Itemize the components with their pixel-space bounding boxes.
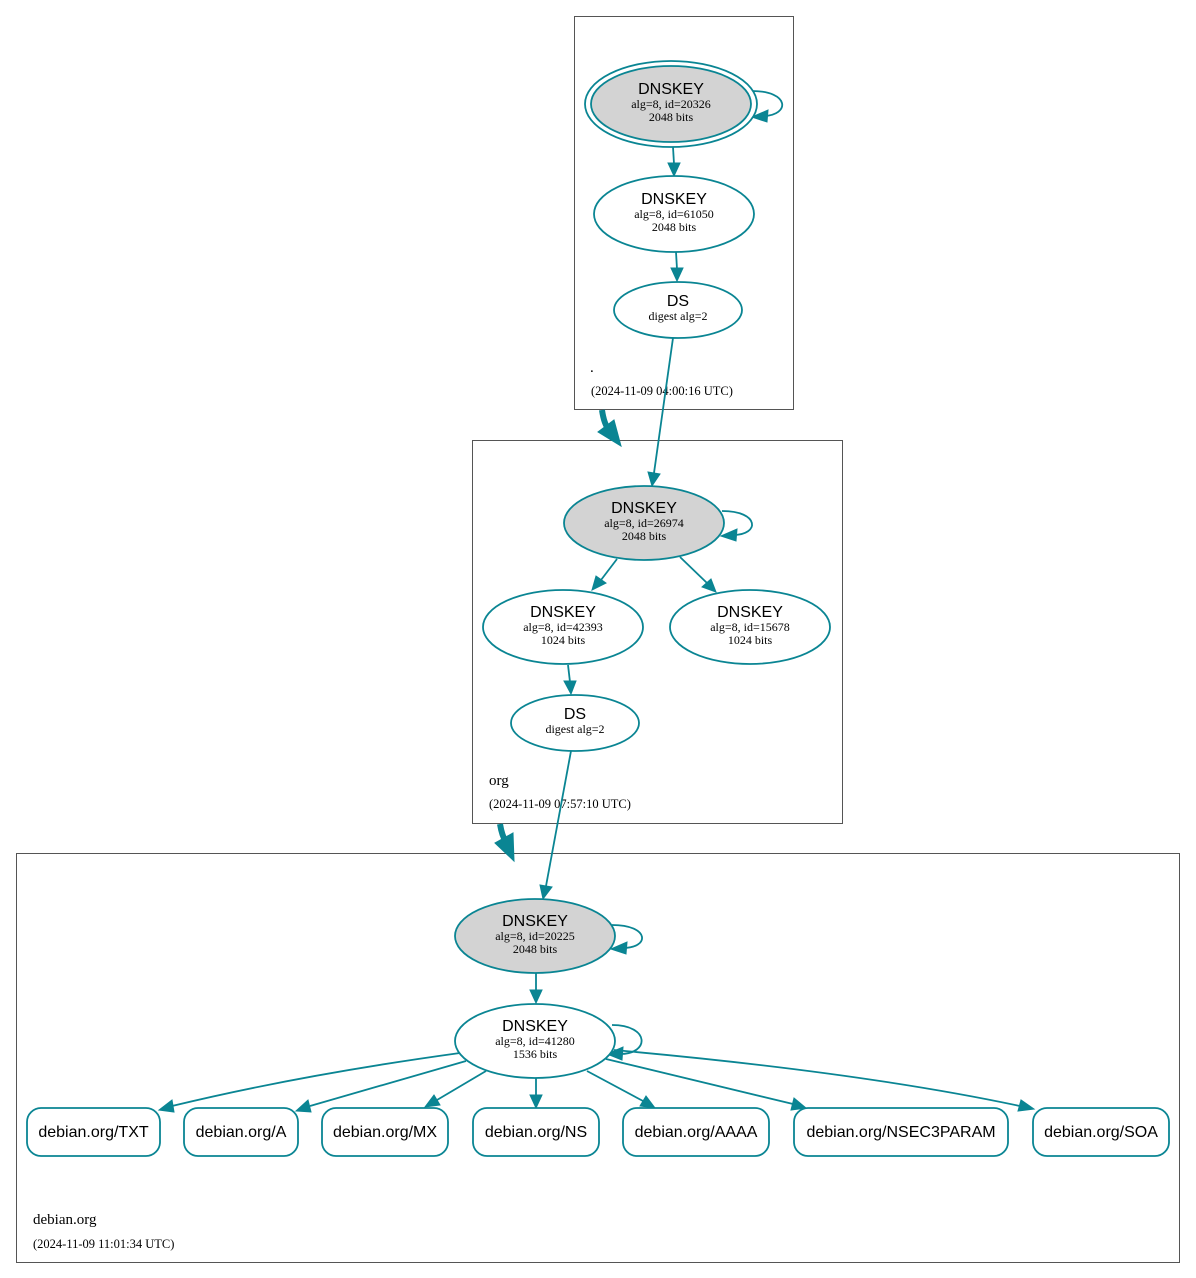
- zone-box-org: [472, 440, 843, 824]
- edge-root-zsk-ds: [670, 251, 684, 283]
- node-org-zsk-15678: DNSKEY alg=8, id=15678 1024 bits: [669, 589, 831, 665]
- node-title: DNSKEY: [502, 1018, 568, 1035]
- node-detail: 1536 bits: [513, 1047, 558, 1061]
- rrset-nsec3param: debian.org/NSEC3PARAM: [793, 1107, 1009, 1157]
- edge-debian-zsk-txt: [157, 1052, 461, 1113]
- edge-debian-zsk-soa: [613, 1049, 1036, 1112]
- node-detail: 1024 bits: [728, 633, 773, 647]
- node-title: DNSKEY: [530, 604, 596, 621]
- node-debian-ksk: DNSKEY alg=8, id=20225 2048 bits: [454, 898, 616, 974]
- node-detail: alg=8, id=61050: [634, 207, 714, 221]
- node-root-ds: DS digest alg=2: [613, 281, 743, 339]
- edge-org-ds-debian-ksk: [539, 750, 572, 901]
- node-detail: 2048 bits: [622, 529, 667, 543]
- edge-org-ksk-self: [719, 510, 753, 542]
- delegation-arrow-org-debian: [494, 823, 515, 863]
- zone-name-org: org: [489, 773, 509, 789]
- node-title: DNSKEY: [611, 500, 677, 517]
- rrset-label: debian.org/SOA: [1044, 1124, 1158, 1141]
- edge-root-ds-org-ksk: [647, 337, 674, 488]
- node-title: DNSKEY: [717, 604, 783, 621]
- rrset-soa: debian.org/SOA: [1032, 1107, 1170, 1157]
- edge-debian-zsk-mx: [423, 1070, 487, 1108]
- node-detail: alg=8, id=15678: [710, 620, 790, 634]
- edge-org-zsk1-ds: [563, 664, 577, 696]
- node-root-ksk: DNSKEY alg=8, id=20326 2048 bits: [584, 60, 758, 148]
- node-detail: alg=8, id=42393: [523, 620, 603, 634]
- edge-root-ksk-self: [750, 90, 783, 123]
- zone-name-root: .: [590, 360, 594, 376]
- node-title: DS: [564, 706, 586, 723]
- zone-box-root: [574, 16, 794, 410]
- edge-debian-zsk-a: [294, 1060, 467, 1113]
- zone-box-debian: [16, 853, 1180, 1263]
- rrset-a: debian.org/A: [183, 1107, 299, 1157]
- edge-debian-zsk-nsec3param: [605, 1058, 808, 1111]
- node-title: DNSKEY: [638, 81, 704, 98]
- node-org-ksk: DNSKEY alg=8, id=26974 2048 bits: [563, 485, 725, 561]
- node-detail: alg=8, id=20225: [495, 929, 575, 943]
- rrset-mx: debian.org/MX: [321, 1107, 449, 1157]
- rrset-aaaa: debian.org/AAAA: [622, 1107, 770, 1157]
- zone-name-debian: debian.org: [33, 1212, 97, 1228]
- rrset-ns: debian.org/NS: [472, 1107, 600, 1157]
- node-org-ds: DS digest alg=2: [510, 694, 640, 752]
- rrset-txt: debian.org/TXT: [26, 1107, 161, 1157]
- edge-debian-ksk-self: [609, 924, 643, 955]
- node-title: DS: [667, 293, 689, 310]
- node-detail: alg=8, id=26974: [604, 516, 684, 530]
- rrset-label: debian.org/NS: [485, 1124, 587, 1141]
- node-detail: alg=8, id=20326: [631, 97, 711, 111]
- node-detail: digest alg=2: [545, 722, 604, 736]
- zone-timestamp-root: (2024-11-09 04:00:16 UTC): [591, 384, 733, 398]
- node-debian-zsk: DNSKEY alg=8, id=41280 1536 bits: [454, 1003, 616, 1079]
- node-detail: 2048 bits: [649, 110, 694, 124]
- rrset-label: debian.org/A: [196, 1124, 287, 1141]
- delegation-arrow-root-org: [597, 409, 622, 448]
- edge-org-ksk-zsk1: [591, 558, 618, 591]
- edge-debian-zsk-ns: [529, 1078, 543, 1110]
- node-detail: alg=8, id=41280: [495, 1034, 575, 1048]
- node-org-zsk-42393: DNSKEY alg=8, id=42393 1024 bits: [482, 589, 644, 665]
- node-detail: digest alg=2: [648, 309, 707, 323]
- node-detail: 1024 bits: [541, 633, 586, 647]
- node-detail: 2048 bits: [652, 220, 697, 234]
- rrset-label: debian.org/NSEC3PARAM: [806, 1124, 995, 1141]
- edge-org-ksk-zsk2: [679, 556, 717, 593]
- zone-timestamp-org: (2024-11-09 07:57:10 UTC): [489, 797, 631, 811]
- node-root-zsk: DNSKEY alg=8, id=61050 2048 bits: [593, 175, 755, 253]
- edge-root-ksk-zsk: [667, 146, 681, 178]
- rrset-label: debian.org/TXT: [38, 1124, 149, 1141]
- node-detail: 2048 bits: [513, 942, 558, 956]
- zone-timestamp-debian: (2024-11-09 11:01:34 UTC): [33, 1237, 174, 1251]
- edge-debian-ksk-zsk: [529, 973, 543, 1005]
- node-title: DNSKEY: [502, 913, 568, 930]
- edge-debian-zsk-aaaa: [586, 1070, 657, 1109]
- rrset-label: debian.org/AAAA: [635, 1124, 758, 1141]
- rrset-label: debian.org/MX: [333, 1124, 437, 1141]
- node-title: DNSKEY: [641, 191, 707, 208]
